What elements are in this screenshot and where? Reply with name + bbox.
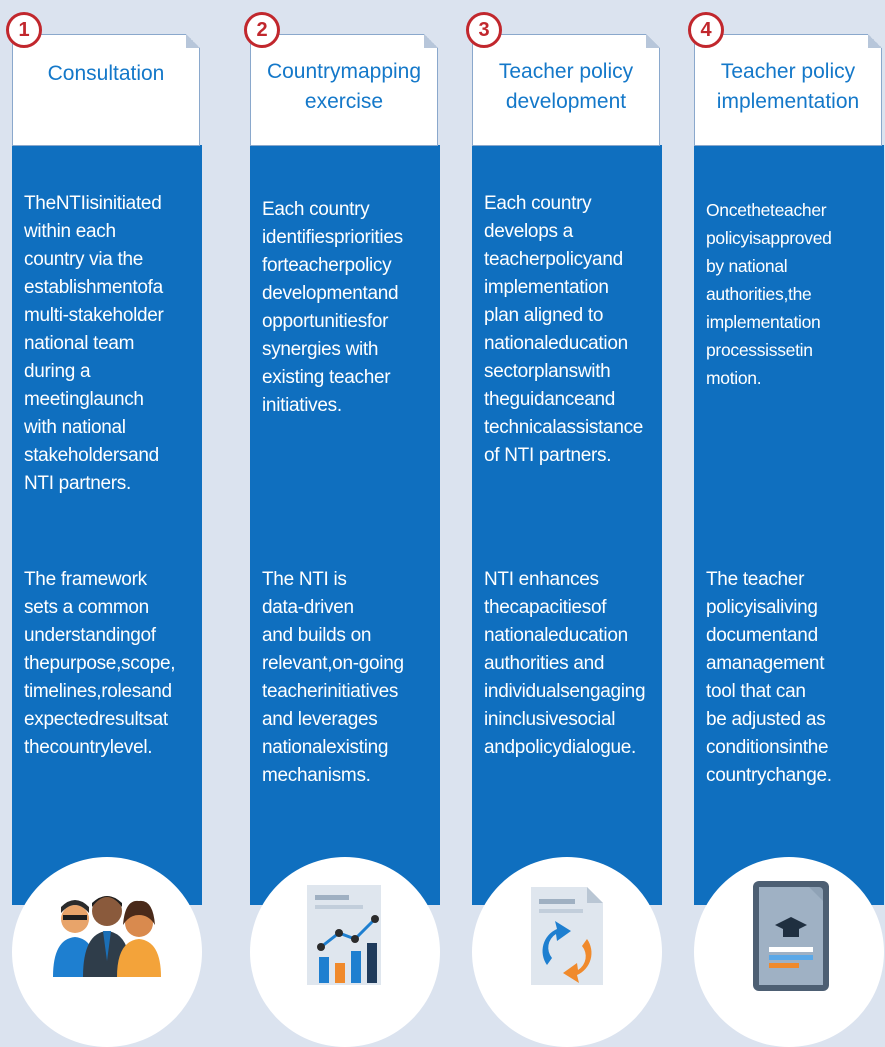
column-body bbox=[12, 145, 202, 905]
column-description: Each country identifiespriorities fortea… bbox=[262, 199, 403, 416]
column-title: Consultation bbox=[47, 62, 165, 85]
column-description: Each country develops a teacherpolicyand… bbox=[484, 193, 644, 466]
column-detail: NTI enhances thecapacitiesof nationaledu… bbox=[484, 569, 646, 758]
people-icon bbox=[12, 857, 202, 1047]
column-country-mapping: Countrymapping exercise 2 Each country i… bbox=[244, 0, 440, 1047]
step-number-badge: 3 bbox=[466, 12, 502, 48]
column-detail: The NTI is data-driven and builds on rel… bbox=[262, 569, 404, 786]
column-policy-implementation: Teacher policy implementation 4 Oncethet… bbox=[688, 0, 884, 1047]
title-box: Countrymapping exercise bbox=[250, 34, 438, 146]
column-description: TheNTIisinitiated within each country vi… bbox=[24, 193, 164, 494]
column-body bbox=[694, 145, 884, 905]
step-number-badge: 1 bbox=[6, 12, 42, 48]
column-detail: The framework sets a common understandin… bbox=[24, 569, 176, 758]
column-title: Teacher policy implementation bbox=[716, 60, 860, 113]
column-consultation: Consultation 1 TheNTIisinitiated within … bbox=[6, 0, 202, 1047]
title-box: Teacher policy development bbox=[472, 34, 660, 146]
title-box: Consultation bbox=[12, 34, 200, 146]
chart-document-icon bbox=[250, 857, 440, 1047]
column-body bbox=[250, 145, 440, 905]
column-description: Oncetheteacher policyisapproved by natio… bbox=[706, 200, 832, 388]
column-title: Countrymapping exercise bbox=[266, 60, 422, 113]
column-body bbox=[472, 145, 662, 905]
column-detail: The teacher policyisaliving documentand … bbox=[706, 569, 832, 786]
step-number-badge: 2 bbox=[244, 12, 280, 48]
column-title: Teacher policy development bbox=[498, 60, 634, 113]
column-policy-development: Teacher policy development 3 Each countr… bbox=[466, 0, 662, 1047]
cycle-document-icon bbox=[472, 857, 662, 1047]
certificate-icon bbox=[694, 857, 884, 1047]
step-number-badge: 4 bbox=[688, 12, 724, 48]
title-box: Teacher policy implementation bbox=[694, 34, 882, 146]
